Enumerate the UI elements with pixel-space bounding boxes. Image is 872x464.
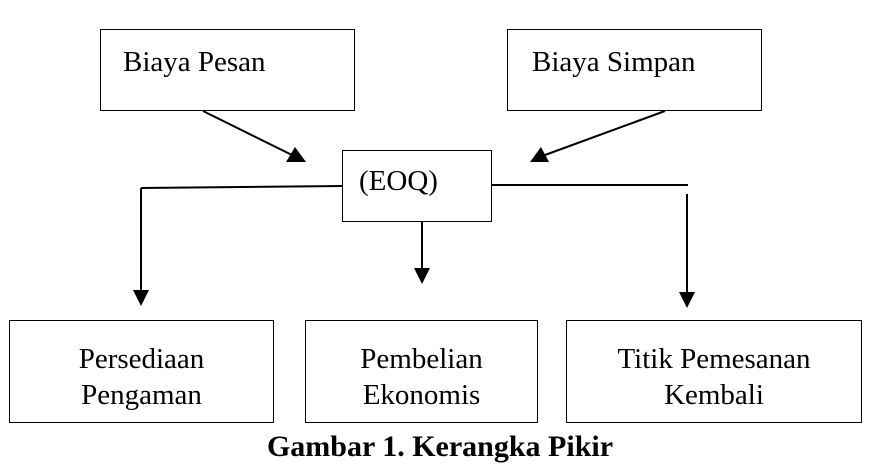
arrowhead-titik	[679, 292, 695, 308]
arrowhead-pembelian	[414, 268, 430, 284]
figure-caption: Gambar 1. Kerangka Pikir	[266, 430, 614, 463]
node-label: (EOQ)	[359, 165, 438, 197]
arrow-simpan-to-eoq	[544, 110, 666, 156]
arrow-pesan-to-eoq	[202, 110, 293, 156]
node-eoq: (EOQ)	[342, 150, 492, 222]
node-label-line-2: Ekonomis	[362, 379, 481, 412]
arrowhead-pesan	[286, 147, 306, 162]
node-titik-pemesanan-kembali: Titik Pemesanan Kembali	[566, 320, 862, 423]
node-label: Biaya Simpan	[532, 46, 696, 78]
node-label-line-1: Titik Pemesanan	[617, 343, 811, 375]
node-persediaan-pengaman: Persediaan Pengaman	[9, 320, 274, 423]
node-label-line-1: Pembelian	[360, 343, 483, 375]
connector-layer	[133, 110, 695, 308]
node-biaya-pesan: Biaya Pesan	[100, 29, 355, 111]
node-label: Biaya Pesan	[123, 46, 266, 78]
arrowhead-persediaan	[133, 290, 149, 306]
node-label-line-2: Pengaman	[81, 379, 202, 412]
node-pembelian-ekonomis: Pembelian Ekonomis	[305, 320, 538, 423]
node-label-line-1: Persediaan	[78, 343, 205, 375]
arrowhead-simpan	[530, 147, 549, 162]
node-biaya-simpan: Biaya Simpan	[507, 29, 762, 111]
connector-left-horizontal	[140, 185, 343, 189]
node-label-line-2: Kembali	[664, 379, 764, 412]
